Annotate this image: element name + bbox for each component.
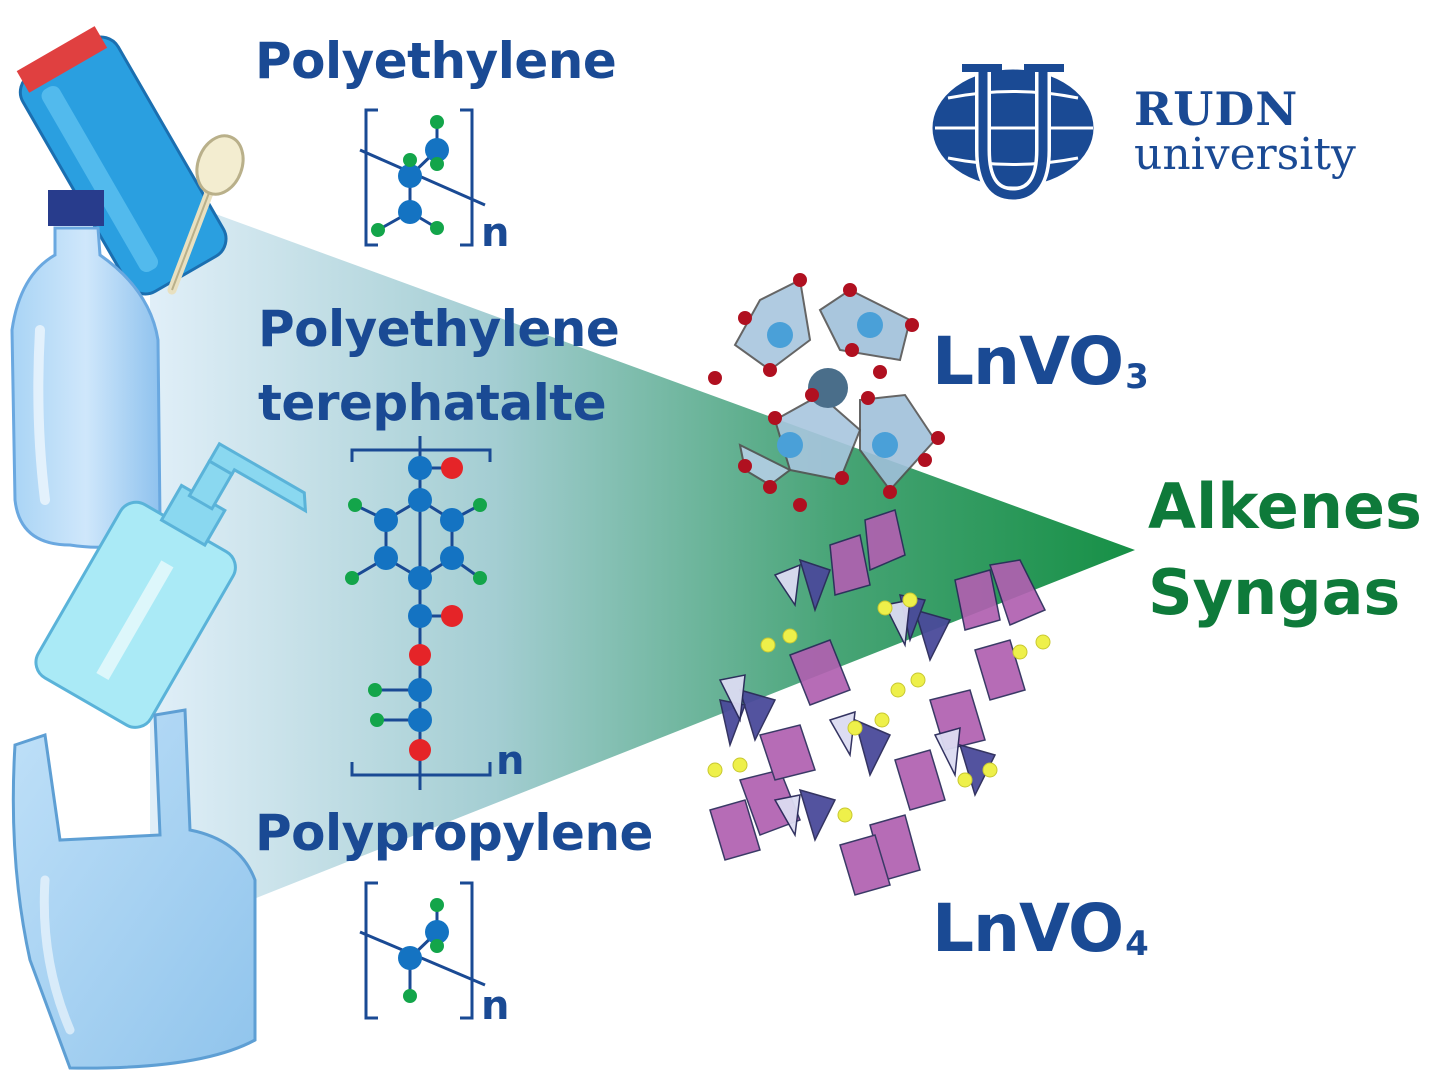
polypropylene-atoms	[398, 898, 449, 1003]
water-bottle-icon	[10, 190, 162, 549]
pet-label-line2: terephatalte	[258, 374, 607, 432]
polyethylene-repeat-n: n	[481, 210, 510, 256]
plastic-bag-icon	[11, 708, 257, 1070]
lnvo4-crystal-icon	[707, 509, 1051, 896]
pump-bottle-icon	[34, 441, 308, 729]
lnvo4-subscript: 4	[1125, 924, 1149, 964]
spoon-icon	[167, 134, 245, 295]
rudn-logo-text: RUDN university	[1134, 86, 1356, 178]
polypropylene-structure	[359, 881, 486, 1020]
product-syngas-label: Syngas	[1148, 556, 1401, 629]
conversion-beam	[150, 190, 1135, 940]
lnvo4-label: LnVO4	[932, 890, 1149, 967]
lnvo3-crystal-icon	[708, 273, 945, 512]
lnvo3-label: LnVO3	[932, 323, 1149, 400]
pet-label-line1: Polyethylene	[258, 300, 620, 358]
lnvo3-subscript: 3	[1125, 357, 1149, 397]
product-alkenes-label: Alkenes	[1148, 470, 1422, 543]
pet-atoms	[345, 456, 487, 761]
logo-line-rudn: RUDN	[1134, 82, 1299, 136]
polypropylene-repeat-n: n	[481, 983, 510, 1029]
rudn-emblem-icon	[929, 64, 1097, 204]
polyethylene-label: Polyethylene	[255, 32, 617, 90]
logo-line-university: university	[1134, 129, 1356, 180]
polyethylene-atoms	[371, 115, 449, 237]
pet-repeat-n: n	[496, 738, 525, 784]
polypropylene-label: Polypropylene	[255, 804, 653, 862]
